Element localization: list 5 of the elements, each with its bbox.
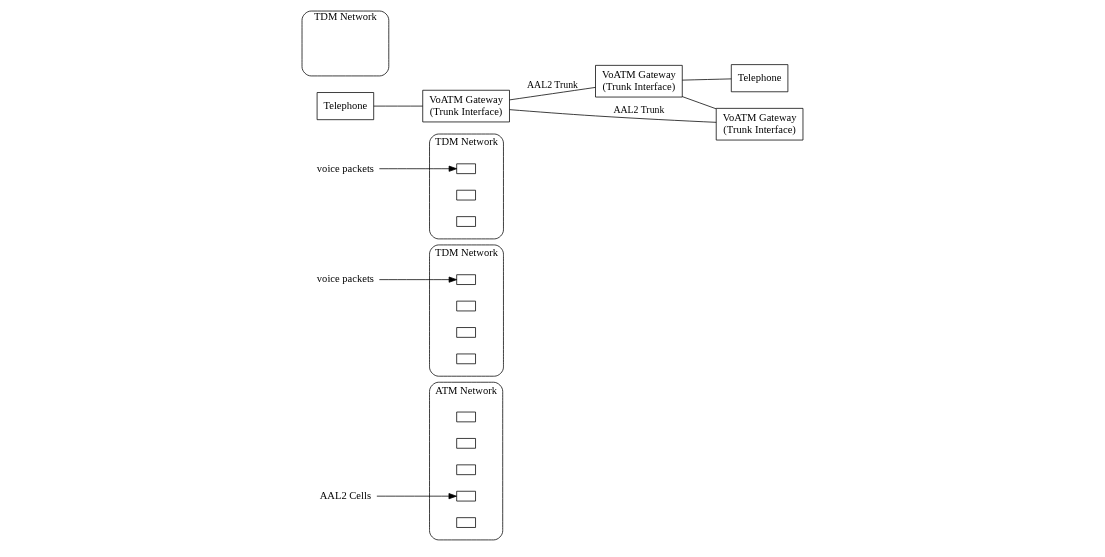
edge-label: AAL2 Trunk <box>613 104 665 116</box>
node-text: voice packets <box>316 273 374 285</box>
node-text: AAL2 Cells <box>319 489 372 501</box>
edge-label: AAL2 Trunk <box>527 78 578 90</box>
node-text: voice packets <box>316 162 374 174</box>
